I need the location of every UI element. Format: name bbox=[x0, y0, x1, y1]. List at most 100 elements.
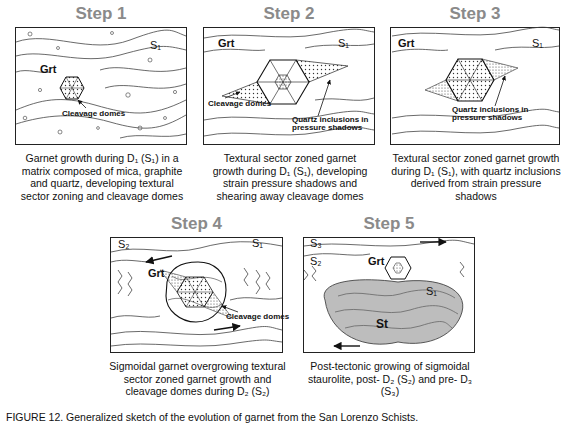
leader-line bbox=[225, 80, 330, 116]
mineral-label: Grt bbox=[368, 256, 385, 268]
leader-line bbox=[495, 76, 505, 106]
sketch-stroke bbox=[495, 46, 559, 50]
mineral-label: Grt bbox=[40, 64, 57, 76]
sketch-stroke bbox=[58, 130, 62, 134]
leader-line bbox=[78, 100, 86, 108]
step-heading: Step 1 bbox=[16, 4, 186, 24]
sketch-stroke bbox=[385, 257, 411, 279]
sketch-stroke bbox=[105, 84, 186, 88]
staurolite-crystal bbox=[324, 280, 463, 344]
foliation-lines bbox=[204, 29, 374, 136]
sketch-stroke bbox=[392, 49, 448, 52]
sketch-stroke bbox=[495, 76, 505, 106]
sketch-stroke bbox=[482, 59, 518, 80]
sketch-stroke bbox=[304, 240, 474, 246]
annotation-label: Quartz inclusions in pressure shadows bbox=[292, 116, 372, 133]
garnet-crystal bbox=[160, 262, 232, 322]
foliation-label: S₂ bbox=[310, 256, 322, 268]
sketch-stroke bbox=[393, 263, 403, 273]
sketch-stroke bbox=[120, 134, 186, 138]
annotation-label: Quartz inclusions in pressure shadows bbox=[452, 106, 532, 123]
figure-caption: FIGURE 12. Generalized sketch of the evo… bbox=[6, 411, 566, 423]
foliation-lines bbox=[392, 27, 559, 134]
foliation-label: S₁ bbox=[338, 38, 349, 50]
sketch-stroke bbox=[100, 68, 186, 72]
foliation-label: S₃ bbox=[310, 238, 322, 250]
garnet-crystal bbox=[385, 257, 411, 279]
sketch-stroke bbox=[111, 340, 282, 346]
sketch-stroke bbox=[168, 276, 222, 307]
mineral-label: Grt bbox=[148, 268, 165, 280]
sketch-stroke bbox=[146, 256, 172, 262]
foliation-lines bbox=[16, 30, 186, 138]
mineral-label: St bbox=[376, 318, 388, 331]
foliation-label: S₁ bbox=[150, 40, 161, 52]
sketch-stroke bbox=[204, 49, 265, 52]
step-caption: Garnet growth during D₁ (S₁) in a matrix… bbox=[15, 152, 189, 202]
step-heading: Step 5 bbox=[304, 214, 474, 234]
sketch-stroke bbox=[318, 80, 330, 116]
leader-line bbox=[222, 306, 238, 312]
mineral-label: Grt bbox=[398, 38, 415, 50]
foliation-lines bbox=[304, 240, 474, 281]
sketch-stroke bbox=[166, 262, 226, 322]
garnet-crystal bbox=[257, 60, 309, 104]
sketch-stroke bbox=[204, 29, 374, 38]
sketch-stroke bbox=[148, 58, 152, 62]
sketch-stroke bbox=[57, 47, 60, 50]
mineral-label: Grt bbox=[218, 38, 235, 50]
pressure-shadow bbox=[222, 60, 348, 104]
sketch-stroke bbox=[222, 306, 238, 312]
step-heading: Step 4 bbox=[111, 214, 282, 234]
foliation-label: S₁ bbox=[252, 238, 263, 250]
step-caption: Post-tectonic growing of sigmoidal staur… bbox=[301, 360, 479, 398]
garnet-crystal bbox=[446, 59, 494, 101]
sketch-stroke bbox=[257, 60, 309, 104]
shear-arrow bbox=[146, 256, 240, 330]
foliation-lines bbox=[111, 242, 282, 346]
step-caption: Textural sector zoned garnet growth duri… bbox=[209, 152, 371, 202]
foliation-label: S₁ bbox=[532, 38, 543, 50]
sketch-stroke bbox=[257, 60, 309, 104]
sketch-stroke bbox=[225, 92, 240, 98]
sketch-stroke bbox=[230, 298, 282, 300]
sketch-stroke bbox=[28, 32, 32, 36]
step-panel: Step 1Garnet growth during D₁ (S₁) in a … bbox=[15, 27, 187, 145]
sketch-stroke bbox=[111, 32, 114, 35]
shear-arrow bbox=[334, 242, 446, 346]
sketch-stroke bbox=[160, 270, 232, 318]
sketch-stroke bbox=[177, 277, 213, 307]
sketch-stroke bbox=[164, 117, 167, 120]
sketch-stroke bbox=[138, 126, 142, 130]
step-caption: Sigmoidal garnet overgrowing textural se… bbox=[109, 360, 287, 398]
sketch-stroke bbox=[78, 100, 86, 108]
garnet-crystal bbox=[60, 77, 84, 99]
sketch-stroke bbox=[111, 327, 282, 335]
sketch-stroke bbox=[335, 290, 458, 329]
sketch-stroke bbox=[324, 280, 463, 344]
sketch-stroke bbox=[315, 98, 374, 100]
sketch-stroke bbox=[173, 90, 176, 93]
sketch-stroke bbox=[177, 277, 213, 307]
sketch-stroke bbox=[392, 125, 559, 134]
pressure-shadow bbox=[425, 59, 518, 101]
sketch-stroke bbox=[126, 93, 130, 97]
sketch-stroke bbox=[23, 116, 27, 120]
step-panel: Step 4Sigmoidal garnet overgrowing textu… bbox=[110, 237, 283, 353]
annotation-label: Cleavage domes bbox=[62, 110, 125, 118]
sketch-stroke bbox=[420, 241, 446, 242]
step-caption: Textural sector zoned garnet growth duri… bbox=[390, 152, 562, 202]
matrix-grains bbox=[23, 32, 176, 135]
sketch-stroke bbox=[275, 75, 291, 89]
step-heading: Step 3 bbox=[391, 4, 559, 24]
sketch-stroke bbox=[425, 80, 458, 101]
sketch-stroke bbox=[296, 60, 348, 82]
sketch-stroke bbox=[60, 77, 84, 99]
sketch-stroke bbox=[392, 27, 559, 36]
sketch-stroke bbox=[111, 260, 150, 262]
sketch-stroke bbox=[446, 59, 494, 101]
sketch-stroke bbox=[446, 59, 494, 101]
annotation-label: Cleavage domes bbox=[208, 100, 271, 108]
annotation-label: Cleavage domes bbox=[226, 313, 289, 321]
